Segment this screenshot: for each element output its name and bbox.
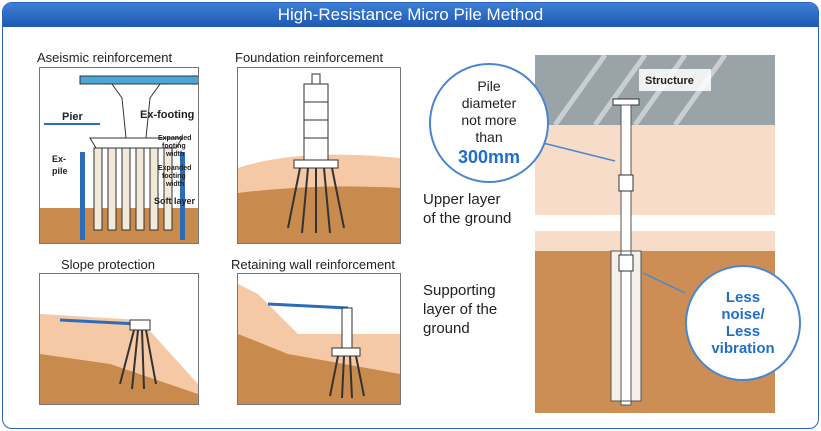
ex-pile-label-1: Ex- bbox=[52, 154, 66, 164]
supporting-layer-label: Supporting layer of the ground bbox=[423, 281, 497, 338]
slope-illustration bbox=[40, 314, 198, 404]
pier-label: Pier bbox=[62, 111, 84, 123]
noise-line-3: Less bbox=[725, 323, 761, 340]
retaining-title: Retaining wall reinforcement bbox=[231, 257, 396, 272]
structure-label: Structure bbox=[645, 75, 694, 87]
slope-panel bbox=[39, 273, 199, 405]
callout-line-2: diameter bbox=[461, 95, 517, 111]
noise-line-1: Less bbox=[725, 289, 761, 306]
ex-pile-label-2: pile bbox=[52, 166, 68, 176]
callout-line-4: than bbox=[475, 129, 503, 145]
slope-title: Slope protection bbox=[61, 257, 155, 272]
foundation-panel bbox=[237, 67, 401, 244]
diagram-title: High-Resistance Micro Pile Method bbox=[3, 3, 818, 27]
soft-layer-label: Soft layer bbox=[154, 196, 196, 206]
expanded-1-line-1: Expanded bbox=[158, 135, 191, 142]
supporting-layer-line-2: layer of the bbox=[423, 301, 498, 318]
upper-layer-line-1: Upper layer bbox=[423, 191, 501, 208]
expanded-2-line-2: footing bbox=[162, 173, 186, 180]
supporting-layer-line-3: ground bbox=[423, 320, 470, 337]
main-illustration: Structure bbox=[535, 53, 775, 413]
noise-line-4: vibration bbox=[711, 340, 775, 357]
upper-layer-label: Upper layer of the ground bbox=[423, 190, 511, 228]
callout-line-1: Pile bbox=[477, 78, 501, 94]
pile-diameter-callout: Pile diameter not more than 300mm bbox=[429, 63, 549, 183]
aseismic-illustration: Pier Ex-footing Ex- pile Expanded footin… bbox=[40, 75, 198, 243]
upper-layer-line-2: of the ground bbox=[423, 210, 512, 227]
aseismic-title: Aseismic reinforcement bbox=[37, 50, 173, 65]
expanded-2-line-3: width bbox=[165, 181, 184, 188]
callout-line-3: not more bbox=[461, 112, 517, 128]
pile-diameter-value: 300mm bbox=[457, 147, 521, 167]
noise-vibration-callout: Less noise/ Less vibration bbox=[685, 265, 801, 381]
foundation-illustration bbox=[238, 73, 400, 243]
ex-footing-label: Ex-footing bbox=[140, 109, 194, 121]
noise-line-2: noise/ bbox=[721, 306, 765, 323]
supporting-layer-line-1: Supporting bbox=[423, 282, 496, 299]
aseismic-panel: Pier Ex-footing Ex- pile Expanded footin… bbox=[39, 67, 199, 244]
retaining-illustration bbox=[238, 284, 400, 404]
retaining-panel bbox=[237, 273, 401, 405]
expanded-2-line-1: Expanded bbox=[158, 165, 191, 172]
expanded-1-line-2: footing bbox=[162, 143, 186, 150]
main-cross-section: Structure bbox=[535, 53, 775, 413]
expanded-1-line-3: width bbox=[165, 151, 184, 158]
foundation-title: Foundation reinforcement bbox=[235, 50, 384, 65]
